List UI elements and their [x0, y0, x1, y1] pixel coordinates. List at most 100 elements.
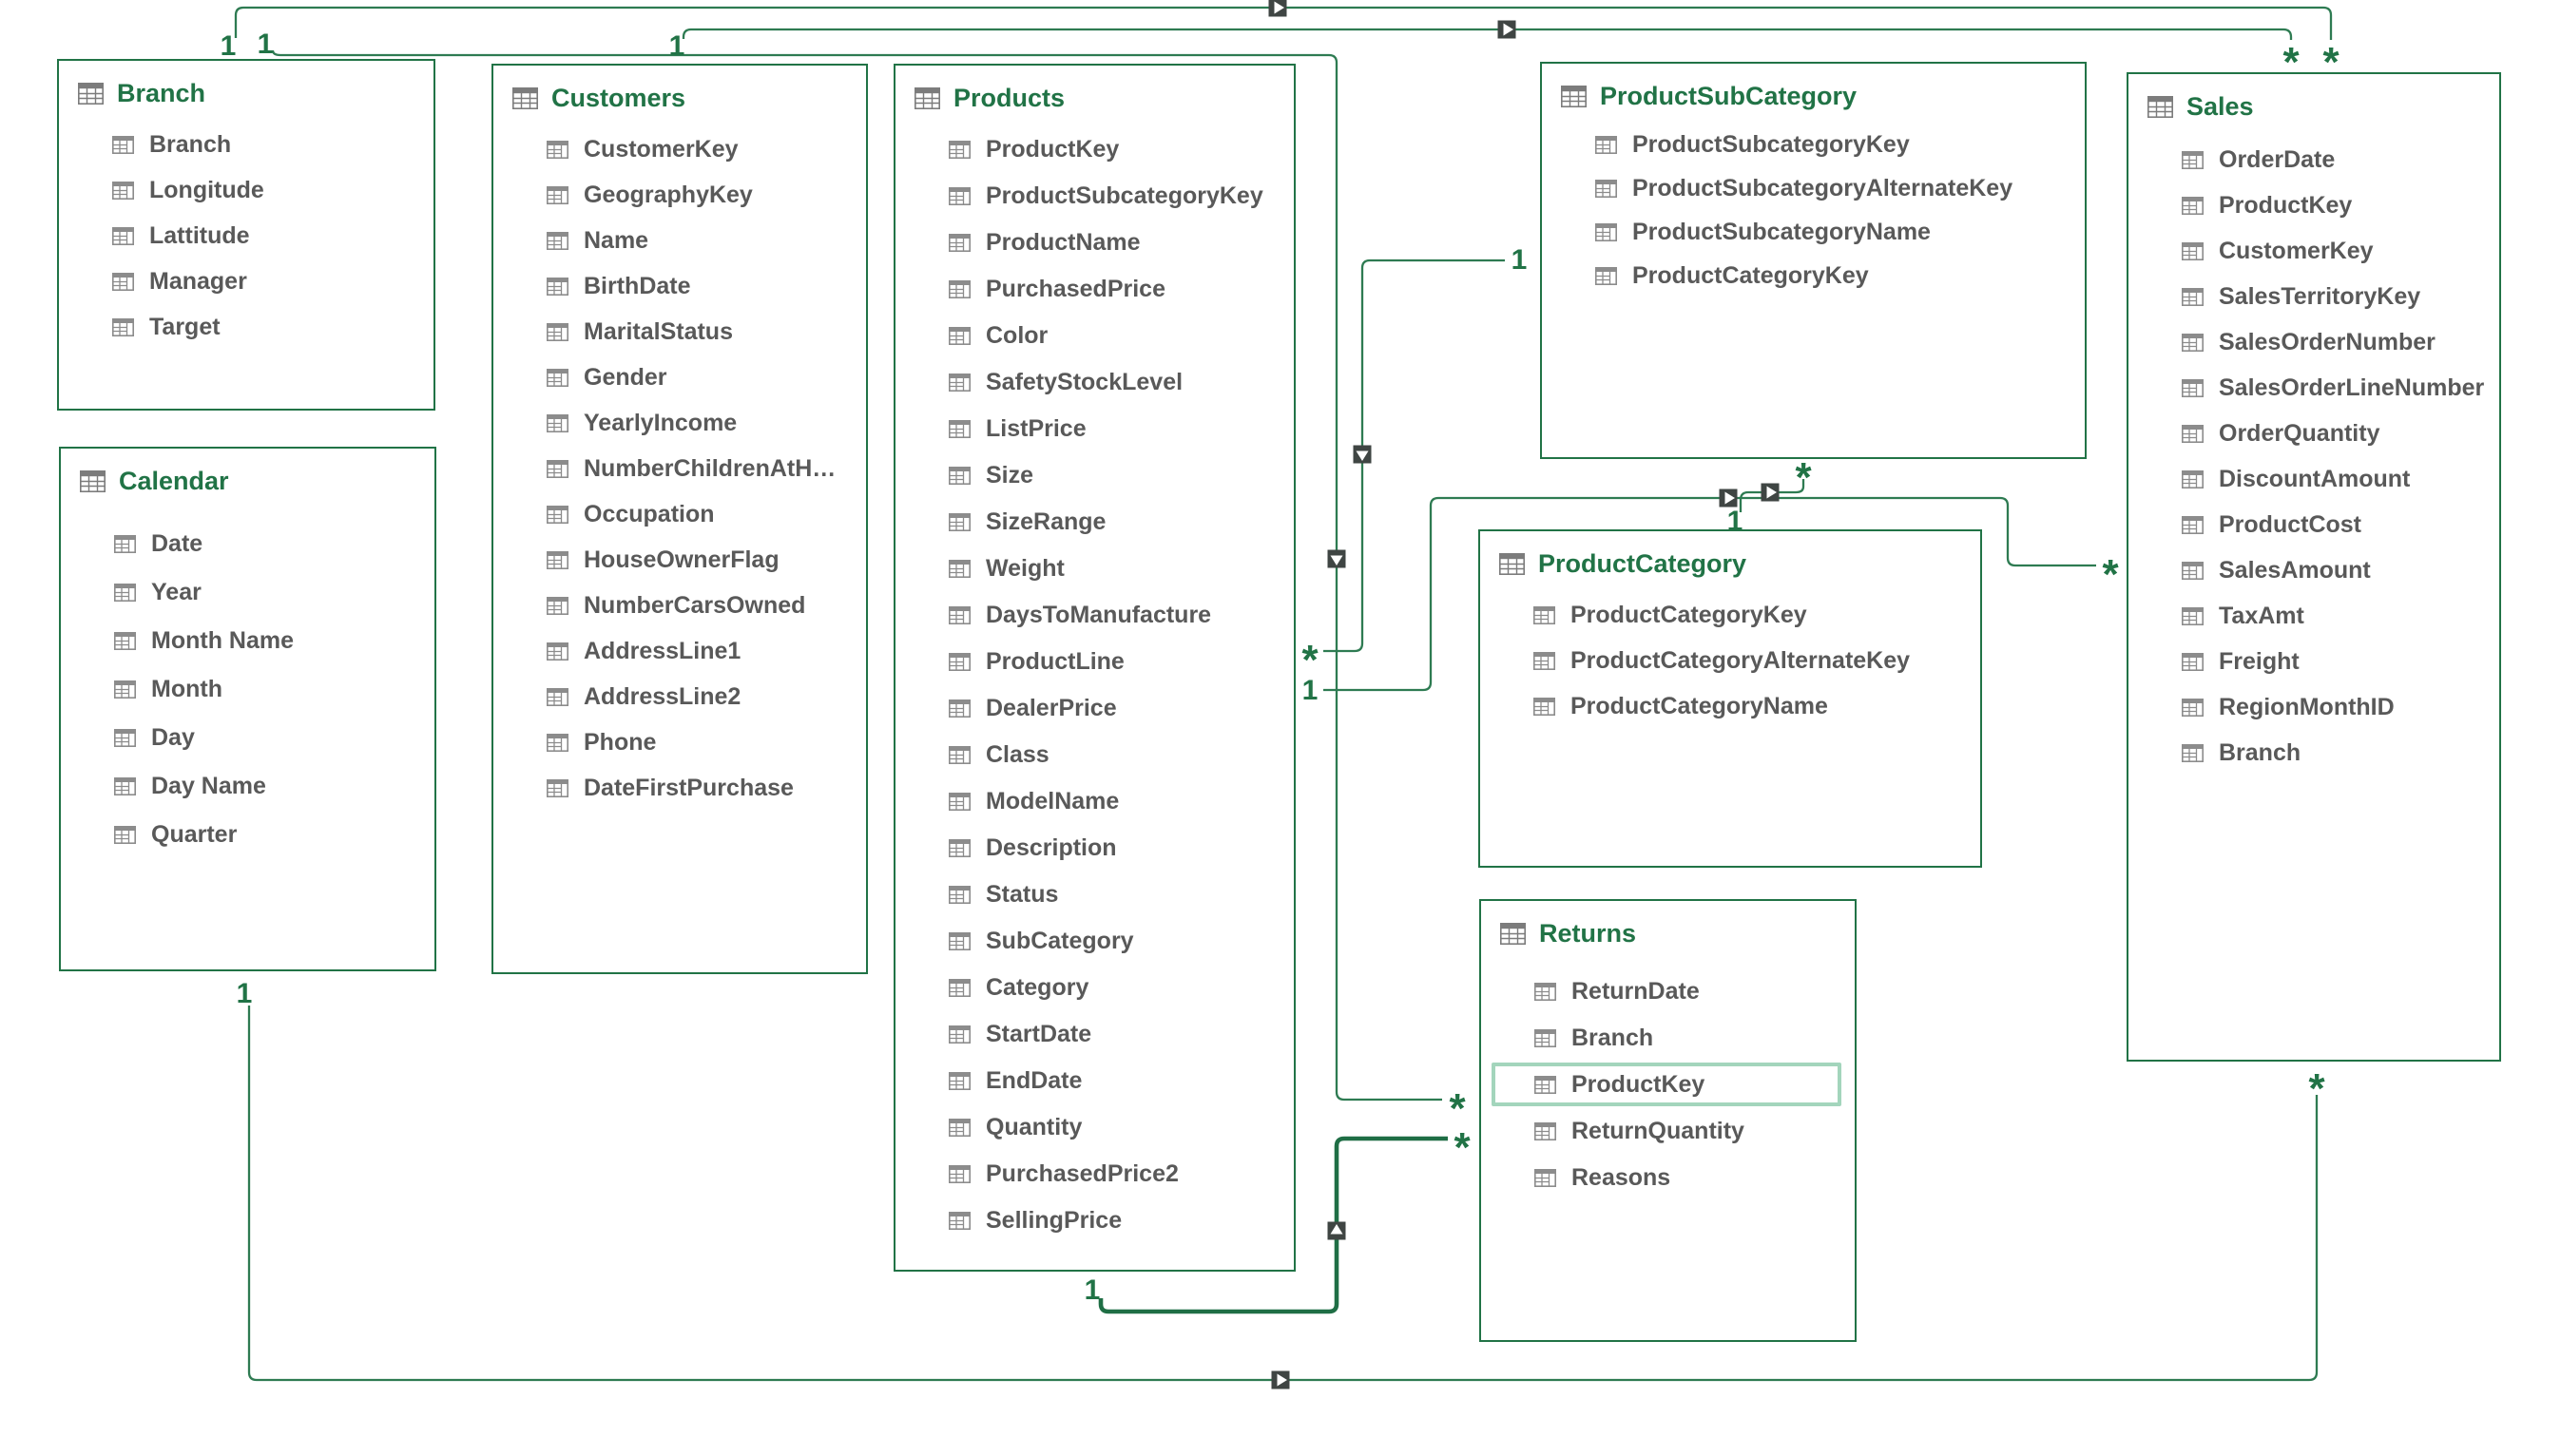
- field-day-name[interactable]: Day Name: [114, 764, 266, 808]
- field-branch[interactable]: Branch: [1534, 1016, 1653, 1060]
- field-year[interactable]: Year: [114, 570, 202, 614]
- field-safetystocklevel[interactable]: SafetyStockLevel: [949, 360, 1183, 404]
- field-addressline2[interactable]: AddressLine2: [547, 675, 741, 718]
- field-status[interactable]: Status: [949, 872, 1058, 916]
- field-productcategoryname[interactable]: ProductCategoryName: [1533, 684, 1828, 728]
- table-header[interactable]: ProductSubCategory: [1561, 75, 1857, 117]
- field-orderdate[interactable]: OrderDate: [2182, 138, 2335, 182]
- field-startdate[interactable]: StartDate: [949, 1012, 1091, 1056]
- field-dealerprice[interactable]: DealerPrice: [949, 686, 1117, 730]
- field-purchasedprice[interactable]: PurchasedPrice: [949, 267, 1165, 311]
- table-header[interactable]: Calendar: [80, 460, 229, 502]
- relationship-productsubcategory-productcategory[interactable]: [1739, 479, 1805, 512]
- field-numbercarsowned[interactable]: NumberCarsOwned: [547, 584, 805, 627]
- field-returnquantity[interactable]: ReturnQuantity: [1534, 1109, 1744, 1153]
- table-header[interactable]: ProductCategory: [1499, 543, 1746, 584]
- field-customerkey[interactable]: CustomerKey: [547, 127, 739, 171]
- field-salesorderlinenumber[interactable]: SalesOrderLineNumber: [2182, 366, 2484, 410]
- relationship-branch-sales[interactable]: [234, 6, 2333, 40]
- field-day[interactable]: Day: [114, 716, 195, 759]
- field-salesterritorykey[interactable]: SalesTerritoryKey: [2182, 275, 2420, 318]
- field-sizerange[interactable]: SizeRange: [949, 500, 1106, 544]
- field-geographykey[interactable]: GeographyKey: [547, 173, 753, 217]
- field-sellingprice[interactable]: SellingPrice: [949, 1198, 1122, 1242]
- field-productcost[interactable]: ProductCost: [2182, 503, 2361, 546]
- field-returndate[interactable]: ReturnDate: [1534, 969, 1700, 1013]
- field-branch[interactable]: Branch: [2182, 731, 2301, 775]
- field-size[interactable]: Size: [949, 453, 1033, 497]
- field-occupation[interactable]: Occupation: [547, 492, 715, 536]
- field-freight[interactable]: Freight: [2182, 640, 2300, 683]
- field-class[interactable]: Class: [949, 733, 1049, 776]
- field-weight[interactable]: Weight: [949, 546, 1065, 590]
- relationship-branch-returns[interactable]: [271, 49, 1442, 1102]
- field-target[interactable]: Target: [112, 305, 221, 349]
- field-reasons[interactable]: Reasons: [1534, 1156, 1670, 1199]
- relationship-customers-sales[interactable]: [682, 28, 2293, 40]
- field-addressline1[interactable]: AddressLine1: [547, 629, 741, 673]
- field-enddate[interactable]: EndDate: [949, 1059, 1082, 1102]
- field-maritalstatus[interactable]: MaritalStatus: [547, 310, 733, 354]
- field-description[interactable]: Description: [949, 826, 1117, 870]
- field-productname[interactable]: ProductName: [949, 220, 1141, 264]
- field-label: Lattitude: [149, 221, 250, 249]
- field-color[interactable]: Color: [949, 314, 1048, 357]
- field-productsubcategorykey[interactable]: ProductSubcategoryKey: [949, 174, 1263, 218]
- field-name[interactable]: Name: [547, 219, 648, 262]
- table-header[interactable]: Sales: [2147, 86, 2254, 127]
- field-productcategoryalternatekey[interactable]: ProductCategoryAlternateKey: [1533, 639, 1910, 682]
- field-orderquantity[interactable]: OrderQuantity: [2182, 412, 2379, 455]
- field-productkey[interactable]: ProductKey: [949, 127, 1119, 171]
- field-longitude[interactable]: Longitude: [112, 168, 264, 212]
- field-phone[interactable]: Phone: [547, 720, 656, 764]
- table-header[interactable]: Branch: [78, 72, 205, 114]
- field-productkey[interactable]: ProductKey: [1492, 1063, 1841, 1106]
- field-productkey[interactable]: ProductKey: [2182, 183, 2352, 227]
- field-productcategorykey[interactable]: ProductCategoryKey: [1533, 593, 1807, 637]
- field-discountamount[interactable]: DiscountAmount: [2182, 457, 2410, 501]
- field-taxamt[interactable]: TaxAmt: [2182, 594, 2304, 638]
- field-listprice[interactable]: ListPrice: [949, 407, 1087, 450]
- field-yearlyincome[interactable]: YearlyIncome: [547, 401, 737, 445]
- field-houseownerflag[interactable]: HouseOwnerFlag: [547, 538, 780, 582]
- field-salesordernumber[interactable]: SalesOrderNumber: [2182, 320, 2436, 364]
- field-regionmonthid[interactable]: RegionMonthID: [2182, 685, 2395, 729]
- field-salesamount[interactable]: SalesAmount: [2182, 548, 2371, 592]
- field-purchasedprice2[interactable]: PurchasedPrice2: [949, 1152, 1179, 1196]
- relationship-products-returns[interactable]: [1098, 1136, 1448, 1314]
- field-customerkey[interactable]: CustomerKey: [2182, 229, 2374, 273]
- field-category[interactable]: Category: [949, 966, 1088, 1009]
- field-productsubcategorykey[interactable]: ProductSubcategoryKey: [1595, 123, 1910, 166]
- field-quarter[interactable]: Quarter: [114, 813, 237, 856]
- field-modelname[interactable]: ModelName: [949, 779, 1119, 823]
- table-header[interactable]: Returns: [1500, 912, 1636, 954]
- field-daystomanufacture[interactable]: DaysToManufacture: [949, 593, 1211, 637]
- table-header[interactable]: Products: [915, 77, 1065, 119]
- field-month-name[interactable]: Month Name: [114, 619, 294, 662]
- field-subcategory[interactable]: SubCategory: [949, 919, 1134, 963]
- field-productsubcategoryalternatekey[interactable]: ProductSubcategoryAlternateKey: [1595, 166, 2012, 210]
- field-productline[interactable]: ProductLine: [949, 640, 1125, 683]
- field-productsubcategoryname[interactable]: ProductSubcategoryName: [1595, 210, 1931, 254]
- field-month[interactable]: Month: [114, 667, 222, 711]
- table-header[interactable]: Customers: [512, 77, 685, 119]
- field-date[interactable]: Date: [114, 522, 202, 565]
- field-branch[interactable]: Branch: [112, 123, 231, 166]
- field-datefirstpurchase[interactable]: DateFirstPurchase: [547, 766, 794, 810]
- field-gender[interactable]: Gender: [547, 355, 667, 399]
- field-quantity[interactable]: Quantity: [949, 1105, 1082, 1149]
- field-numberchildrenath-[interactable]: NumberChildrenAtH…: [547, 447, 836, 490]
- field-lattitude[interactable]: Lattitude: [112, 214, 250, 258]
- field-productcategorykey[interactable]: ProductCategoryKey: [1595, 254, 1869, 297]
- field-birthdate[interactable]: BirthDate: [547, 264, 691, 308]
- field-label: Weight: [986, 554, 1065, 582]
- field-manager[interactable]: Manager: [112, 259, 247, 303]
